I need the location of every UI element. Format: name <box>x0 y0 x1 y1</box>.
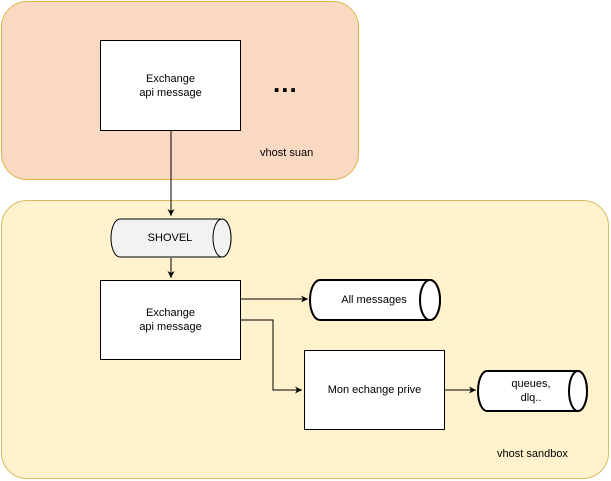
ellipsis-indicator: ... <box>273 68 298 98</box>
exchange-api-message-top[interactable]: Exchange api message <box>100 40 241 131</box>
edge-exchange-to-mon-echange <box>241 319 302 394</box>
queues-label: queues, dlq.. <box>511 378 551 404</box>
exchange-api-message-bottom-label: Exchange api message <box>139 307 202 333</box>
mon-echange-prive[interactable]: Mon echange prive <box>304 350 445 430</box>
shovel-label: SHOVEL <box>147 232 193 244</box>
exchange-api-message-top-label: Exchange api message <box>139 72 202 99</box>
vhost-suan-label: vhost suan <box>260 147 314 159</box>
queues-cylinder <box>477 370 588 412</box>
shovel-cylinder <box>110 218 232 258</box>
mon-echange-prive-label: Mon echange prive <box>327 384 422 396</box>
all-messages-label: All messages <box>341 294 407 306</box>
exchange-api-message-bottom[interactable]: Exchange api message <box>100 280 241 360</box>
vhost-sandbox-label: vhost sandbox <box>497 448 568 460</box>
all-messages-cylinder <box>309 279 441 321</box>
